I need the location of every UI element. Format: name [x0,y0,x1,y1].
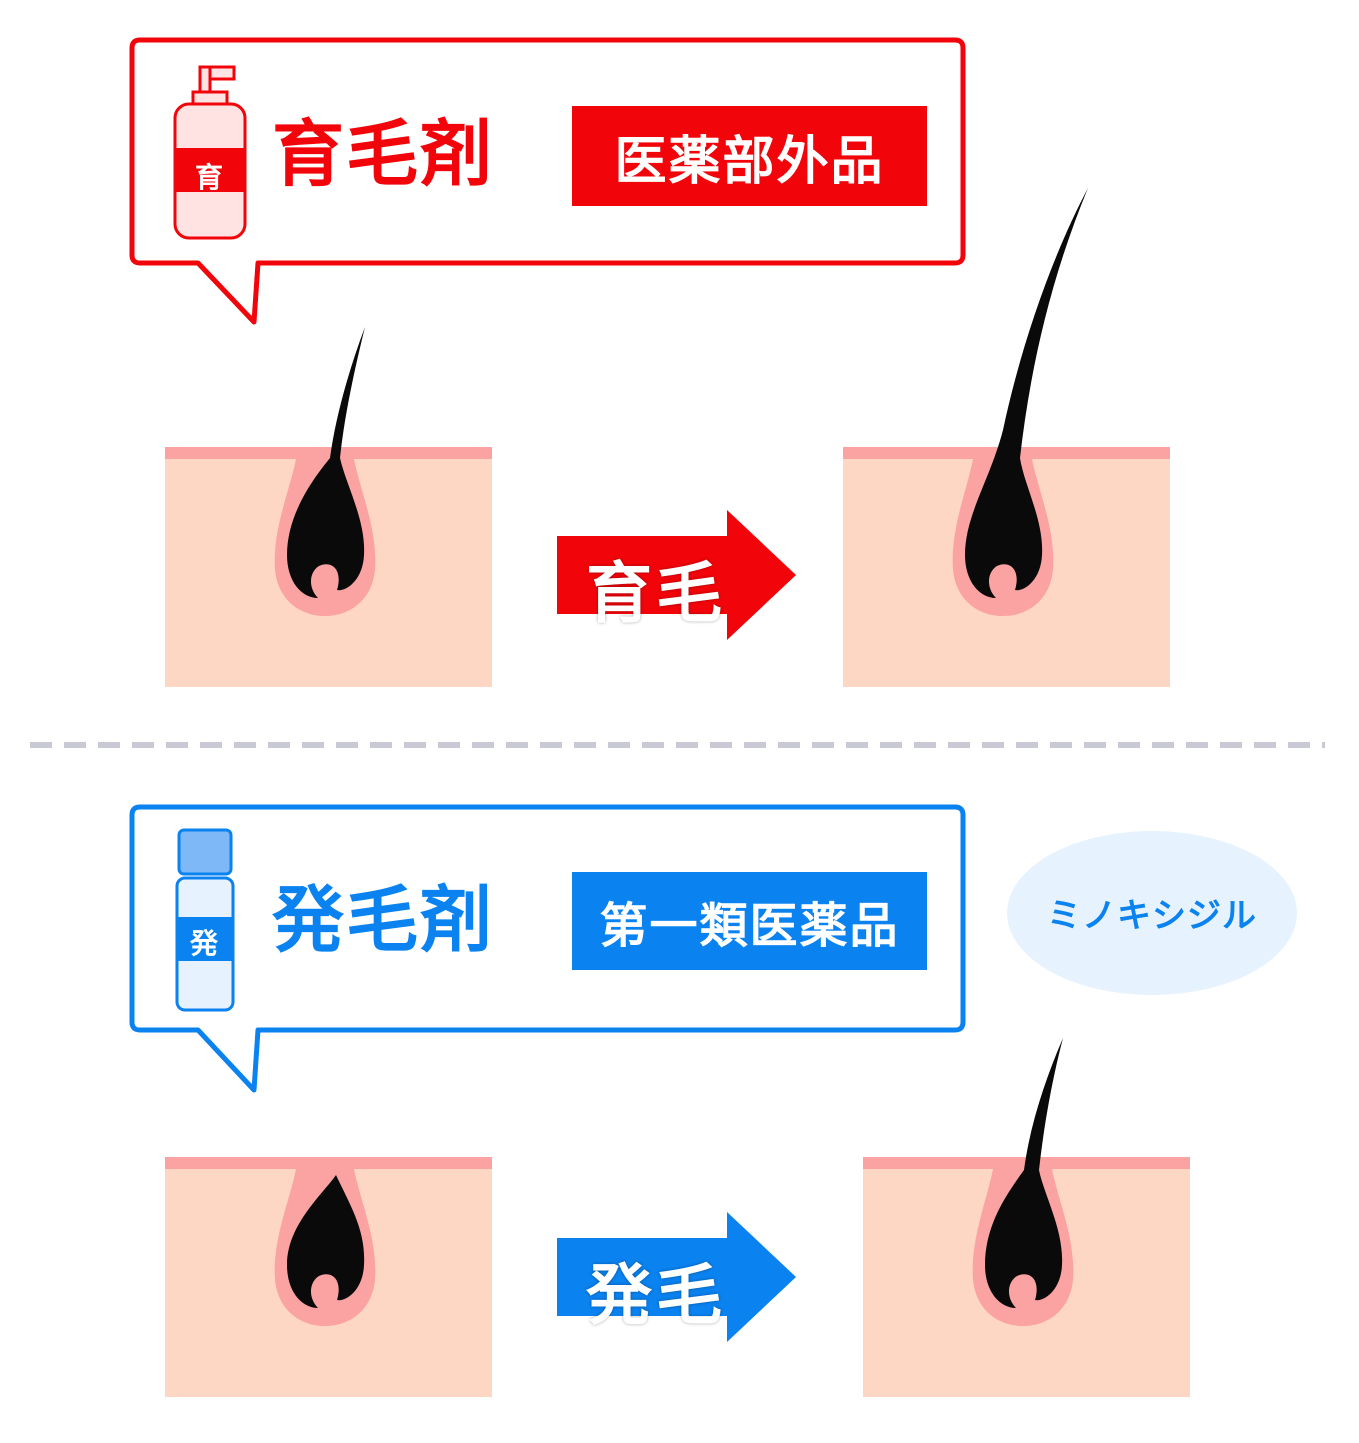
liquid-bottle-icon [175,828,235,1012]
ingredient-bubble [1007,831,1297,995]
skin-after-top [843,188,1170,687]
category-text-red: 医薬部外品 [614,131,885,192]
product-name-red: 育毛剤 [272,112,495,196]
skin-before-bottom [165,1157,492,1397]
category-badge-red: 医薬部外品 [572,106,927,206]
bottle-label-blue: 発 [189,927,218,960]
arrow-blue [557,1212,796,1342]
ingredient-label: ミノキシジル [1047,896,1257,936]
arrow-label-red: 育毛 [586,555,726,632]
arrow-label-blue: 発毛 [586,1257,726,1334]
category-text-blue: 第一類医薬品 [599,898,900,954]
arrow-red [557,510,796,640]
skin-after-bottom [863,1038,1190,1397]
pump-bottle-icon [173,65,247,240]
product-name-blue: 発毛剤 [272,878,495,962]
skin-before-top [165,327,492,687]
bottle-label-red: 育 [194,161,223,194]
category-badge-blue: 第一類医薬品 [572,872,927,970]
